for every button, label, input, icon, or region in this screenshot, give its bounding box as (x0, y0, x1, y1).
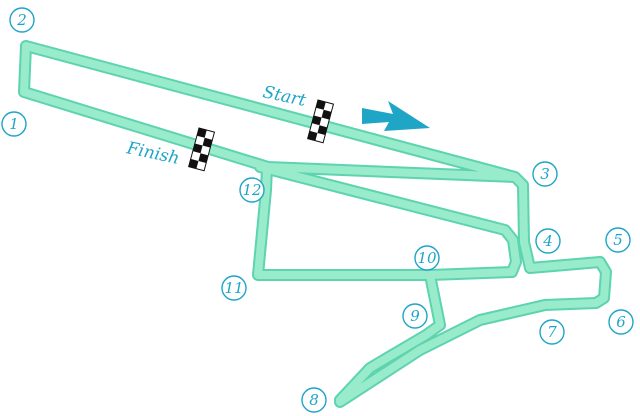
corner-10: 10 (414, 245, 440, 271)
svg-text:10: 10 (417, 249, 437, 267)
checkered-flag-icon (307, 99, 335, 144)
checkered-flag-icon (188, 127, 216, 172)
flag-square (202, 137, 213, 148)
flag-square (321, 109, 332, 120)
svg-text:1: 1 (9, 115, 19, 133)
svg-text:7: 7 (547, 323, 557, 341)
svg-text:2: 2 (16, 11, 27, 29)
svg-text:12: 12 (242, 181, 261, 199)
finish-flag (188, 127, 216, 172)
corner-6: 6 (608, 309, 634, 335)
svg-text:8: 8 (309, 391, 319, 409)
start-flag (307, 99, 335, 144)
track (18, 40, 612, 408)
track-outline (18, 40, 612, 408)
corner-9: 9 (402, 303, 428, 329)
flag-square (311, 115, 322, 126)
corner-2: 2 (9, 7, 35, 33)
flag-square (315, 100, 326, 110)
corner-1: 1 (1, 111, 27, 137)
corner-4: 4 (535, 228, 561, 254)
svg-text:4: 4 (542, 232, 553, 250)
flag-square (307, 130, 318, 141)
corner-3: 3 (532, 161, 558, 187)
corner-8: 8 (301, 387, 327, 413)
corner-5: 5 (605, 227, 631, 253)
direction-arrow-icon (362, 101, 430, 131)
corner-11: 11 (221, 275, 247, 301)
svg-text:3: 3 (540, 165, 550, 183)
svg-text:6: 6 (616, 313, 626, 331)
flag-square (198, 153, 209, 164)
svg-text:11: 11 (224, 279, 243, 297)
svg-text:5: 5 (613, 231, 623, 249)
svg-text:9: 9 (410, 307, 420, 325)
corner-7: 7 (539, 319, 565, 345)
corner-12: 12 (239, 177, 265, 203)
corner-markers: 1 2 3 4 5 6 7 8 9 10 11 12 (1, 7, 634, 413)
flag-square (317, 125, 328, 136)
flag-square (192, 143, 203, 154)
track-surface (20, 42, 610, 406)
flag-square (188, 158, 199, 169)
flag-square (196, 127, 207, 138)
